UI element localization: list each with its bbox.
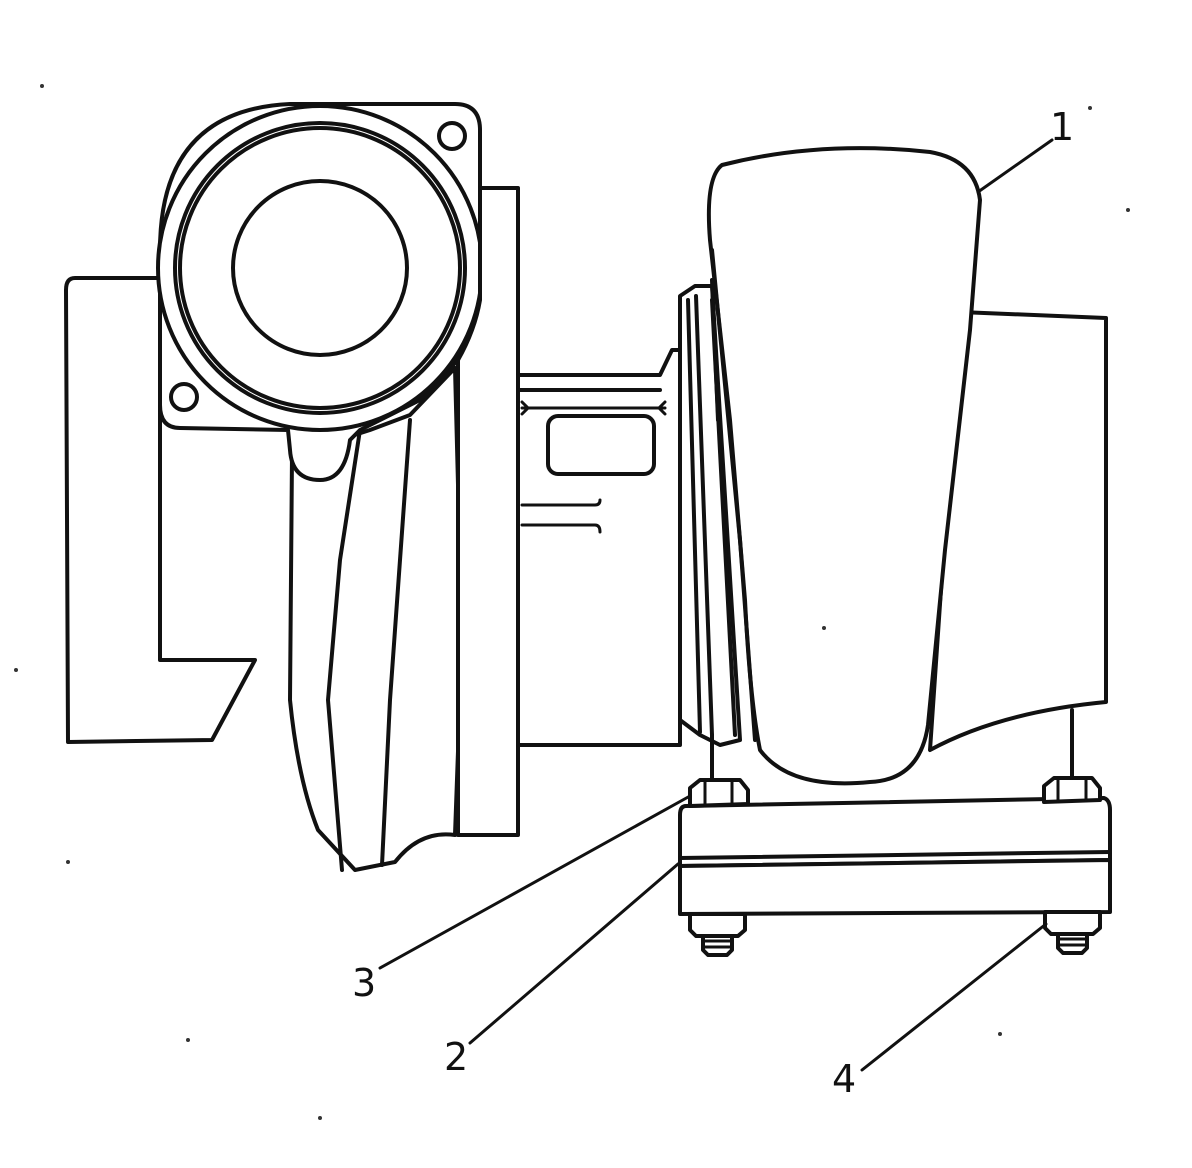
- compressor-backplate: [678, 284, 742, 747]
- leader-line-2: [468, 862, 680, 1045]
- callout-3: 3: [352, 961, 376, 1005]
- leader-line-1: [976, 138, 1054, 194]
- flange-bolt-hole-bottom: [169, 382, 199, 412]
- leader-line-3: [378, 794, 692, 970]
- callout-labels: 1 3 2 4: [352, 105, 1074, 1101]
- compressor-housing: [678, 146, 1108, 786]
- leader-lines: [378, 138, 1054, 1072]
- turbine-inlet-port: [231, 179, 409, 357]
- turbine-housing: [64, 102, 520, 872]
- center-housing: [516, 348, 682, 747]
- bracket-plate: [678, 858, 1112, 916]
- scan-specks: [14, 84, 1130, 1120]
- leader-line-4: [860, 922, 1048, 1072]
- nut-upper-left: [688, 778, 750, 808]
- compressor-body: [928, 310, 1108, 752]
- oil-port: [546, 414, 656, 476]
- turbine-flange-plate: [456, 186, 520, 837]
- turbine-housing-body: [64, 276, 257, 744]
- nut-upper-right: [1042, 776, 1102, 804]
- flange-bolt-hole-top: [437, 121, 467, 151]
- mounting-bracket: [678, 708, 1112, 957]
- nut-lower-right: [1043, 910, 1102, 936]
- callout-2: 2: [444, 1035, 468, 1079]
- callout-1: 1: [1050, 105, 1074, 149]
- nut-lower-left: [688, 912, 747, 938]
- callout-4: 4: [832, 1057, 856, 1101]
